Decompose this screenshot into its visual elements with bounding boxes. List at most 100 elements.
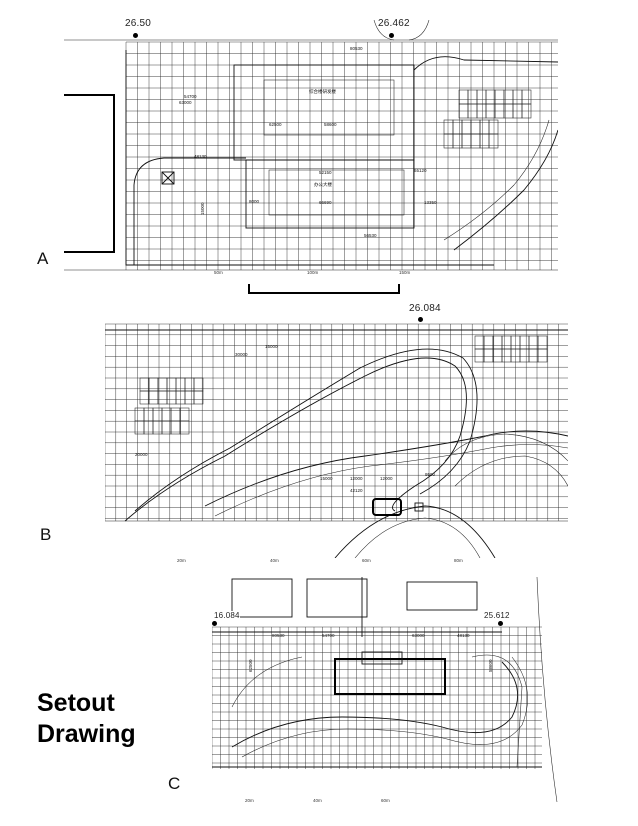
parking-stall: [485, 89, 496, 105]
path-curve: [413, 56, 558, 71]
parking-stall: [488, 119, 499, 135]
dimension-label: 58600: [488, 659, 493, 672]
parking-stall: [166, 377, 177, 392]
parking-stall: [157, 390, 168, 405]
parking-stall: [488, 133, 499, 149]
parking-stall: [528, 335, 539, 350]
dimension-label: 20000: [135, 452, 148, 457]
elevation-label-a2: 26.462: [378, 18, 410, 29]
scale-tick-label: 50m: [214, 270, 223, 275]
building-top-inner: [263, 79, 395, 136]
building-bottom-inner: [268, 169, 405, 216]
parking-stall: [443, 119, 454, 135]
site-boundary: [125, 50, 494, 266]
scale-tick-label: 80m: [454, 558, 463, 563]
drawing-title-line1: Setout: [37, 689, 115, 717]
parking-stall: [193, 377, 204, 392]
parking-stall: [512, 89, 523, 105]
curved-path: [444, 433, 568, 462]
dimension-label: 56530: [364, 233, 377, 238]
drawing-title: Setout Drawing: [37, 688, 136, 750]
parking-stall: [483, 335, 494, 350]
curved-path: [214, 444, 568, 517]
dimension-label: 13350: [424, 200, 437, 205]
curved-path: [471, 654, 523, 768]
parking-stall: [483, 348, 494, 363]
elevation-point-marker: [212, 621, 217, 626]
curved-path: [454, 455, 568, 487]
building-bottom: [245, 159, 415, 229]
road-edge: [133, 157, 246, 265]
curved-path: [204, 430, 568, 507]
parking-stall: [474, 348, 485, 363]
entry-road: [354, 517, 481, 558]
parking-stall: [537, 335, 548, 350]
curved-path: [231, 661, 519, 748]
road-corner: [408, 20, 430, 41]
curved-path: [124, 357, 467, 522]
curved-path: [231, 656, 303, 708]
parking-stall: [458, 89, 469, 105]
parking-stall: [170, 407, 181, 422]
parking-stall: [521, 89, 532, 105]
dimension-label: 66690: [319, 200, 332, 205]
parking-stall: [139, 390, 150, 405]
panel-label-c: C: [168, 774, 181, 793]
parking-stall: [537, 348, 548, 363]
elevation-point-marker: [133, 33, 138, 38]
scale-tick-label: 60m: [381, 798, 390, 803]
parking-stall: [148, 390, 159, 405]
parking-stall: [519, 335, 530, 350]
road-edge: [536, 577, 558, 802]
gate-structure: [372, 498, 402, 516]
dimension-label: 15000: [265, 344, 278, 349]
elevation-point-marker: [418, 317, 423, 322]
building-bottom-label: 办公大楼: [314, 181, 332, 188]
parking-stall: [519, 348, 530, 363]
marker-box: [161, 171, 175, 185]
dimension-label: 8000: [249, 199, 260, 204]
parking-stall: [467, 89, 478, 105]
dimension-label: 15000: [320, 476, 333, 481]
parking-stall: [494, 89, 505, 105]
scale-tick-label: 20m: [245, 798, 254, 803]
parking-stall: [443, 133, 454, 149]
elevation-label-a1: 26.50: [125, 18, 152, 29]
parking-stall: [501, 335, 512, 350]
dimension-label: 54700: [322, 633, 335, 638]
scale-tick-label: 100m: [307, 270, 319, 275]
parking-stall: [479, 119, 490, 135]
scale-bar: [248, 284, 400, 294]
adjacent-building-outline: [64, 94, 115, 253]
parking-stall: [143, 407, 154, 422]
scale-tick-label: 150m: [399, 270, 411, 275]
dimension-label: 9500: [425, 472, 436, 477]
dimension-label: 48130: [457, 633, 470, 638]
dimension-label: 42120: [350, 488, 363, 493]
panel-label-a: A: [37, 249, 49, 268]
adjacent-building: [231, 578, 293, 618]
elevation-point-marker: [389, 33, 394, 38]
curved-path: [241, 656, 528, 758]
gate-post: [414, 502, 424, 512]
elevation-label-c1: 16.084: [214, 611, 240, 620]
parking-stall: [179, 407, 190, 422]
dimension-label: 63000: [179, 100, 192, 105]
parking-stall: [470, 133, 481, 149]
parking-stall: [492, 335, 503, 350]
scale-tick-label: 40m: [270, 558, 279, 563]
elevation-point-marker: [498, 621, 503, 626]
parking-stall: [152, 407, 163, 422]
parking-stall: [470, 119, 481, 135]
parking-stall: [184, 377, 195, 392]
parking-stall: [461, 133, 472, 149]
dimension-label: 48130: [194, 154, 207, 159]
parking-stall: [184, 390, 195, 405]
parking-stall: [134, 407, 145, 422]
parking-stall: [479, 133, 490, 149]
road-corner: [373, 20, 395, 41]
scale-tick-label: 20m: [177, 558, 186, 563]
